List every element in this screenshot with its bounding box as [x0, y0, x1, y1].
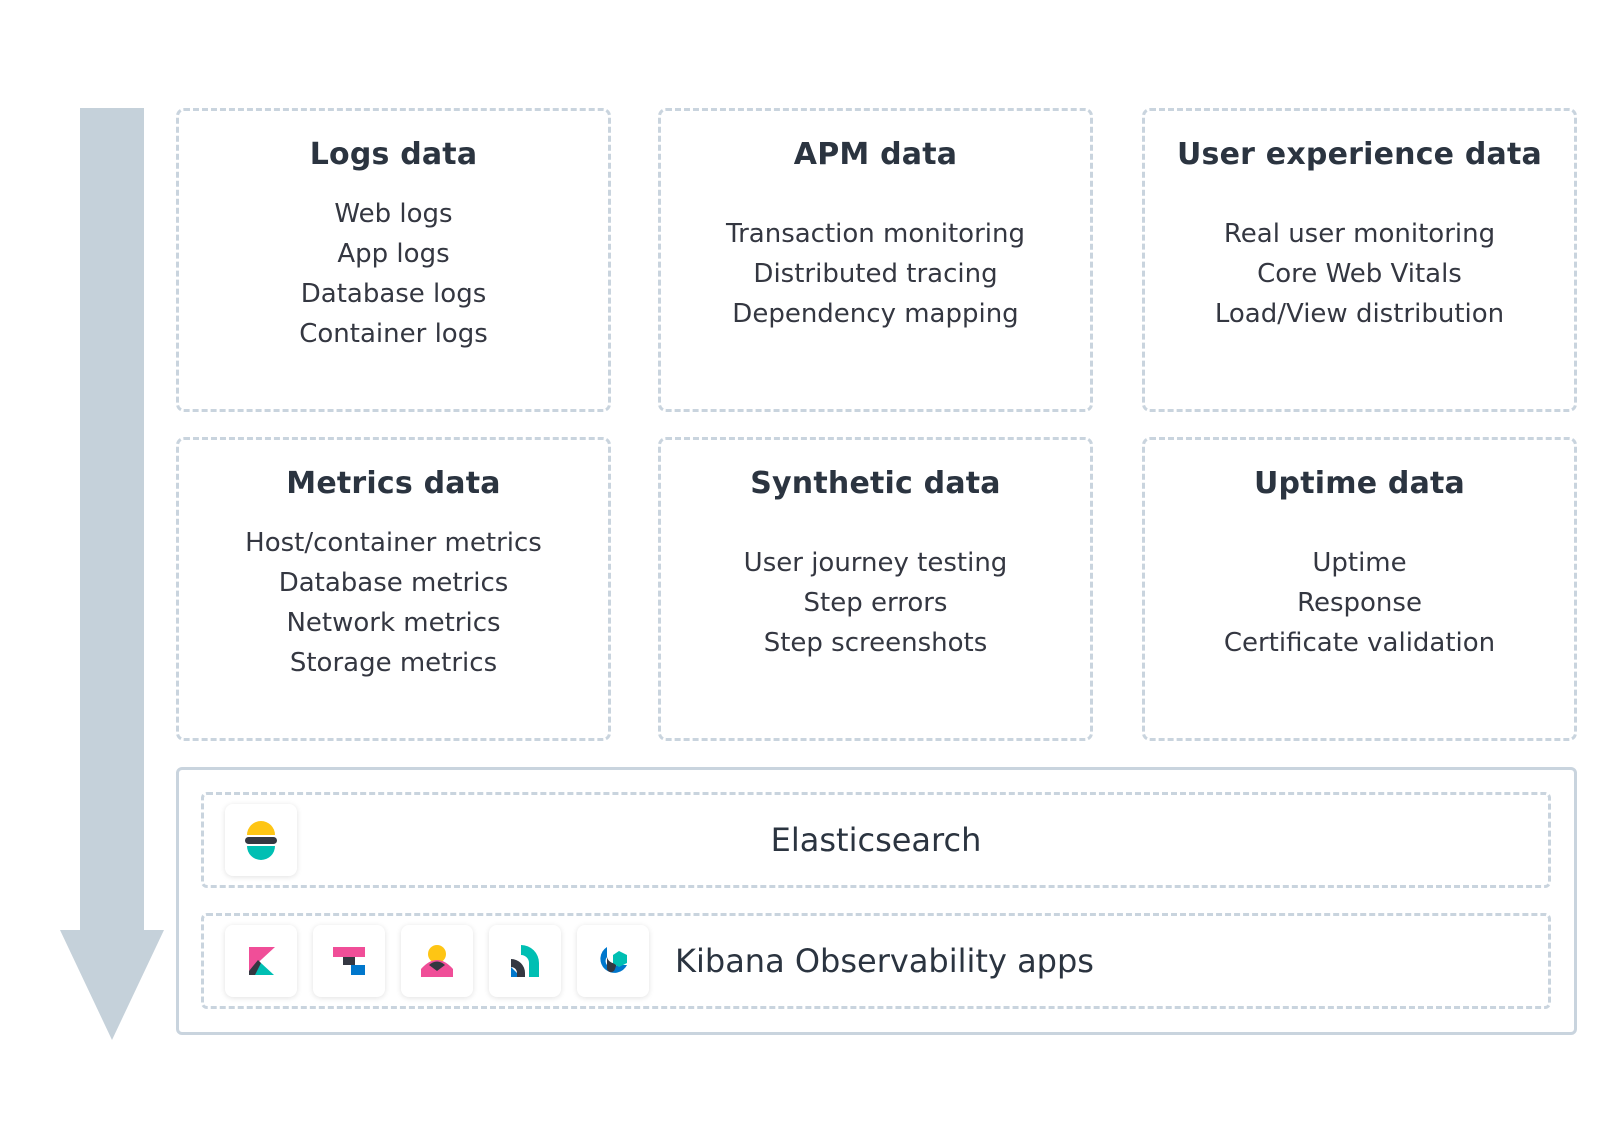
box-title: APM data — [793, 137, 958, 172]
list-item: Load/View distribution — [1214, 299, 1505, 329]
list-item: Network metrics — [286, 608, 501, 638]
list-item: App logs — [337, 239, 450, 269]
list-item: Step screenshots — [763, 628, 988, 658]
box-title: User experience data — [1177, 137, 1542, 172]
user-experience-data-box: User experience data Real user monitorin… — [1142, 108, 1577, 412]
metrics-data-box: Metrics data Host/container metrics Data… — [176, 437, 611, 741]
kibana-logo-icon — [249, 947, 275, 975]
list-item: Database logs — [300, 279, 487, 309]
elasticsearch-label: Elasticsearch — [770, 821, 982, 859]
apm-logo-icon — [511, 945, 539, 977]
uptime-logo-tile — [401, 925, 473, 997]
list-item: Real user monitoring — [1223, 219, 1496, 249]
logs-data-box: Logs data Web logs App logs Database log… — [176, 108, 611, 412]
uptime-data-box: Uptime data Uptime Response Certificate … — [1142, 437, 1577, 741]
metrics-logo-icon — [600, 947, 627, 973]
apm-logo-tile — [489, 925, 561, 997]
list-item: Web logs — [334, 199, 453, 229]
observability-logo-icon — [333, 947, 365, 975]
synthetic-data-box: Synthetic data User journey testing Step… — [658, 437, 1093, 741]
list-item: Certificate validation — [1223, 628, 1496, 658]
kibana-logo-tile — [225, 925, 297, 997]
list-item: Host/container metrics — [245, 528, 542, 558]
kibana-observability-layer: Kibana Observability apps — [201, 913, 1551, 1009]
box-title: Metrics data — [286, 466, 501, 501]
kibana-observability-label: Kibana Observability apps — [675, 942, 1094, 980]
box-item-list: Uptime Response Certificate validation — [1145, 543, 1574, 663]
data-flow-arrow-icon — [60, 108, 164, 1040]
list-item: Core Web Vitals — [1257, 259, 1462, 289]
apm-data-box: APM data Transaction monitoring Distribu… — [658, 108, 1093, 412]
list-item: Distributed tracing — [753, 259, 998, 289]
list-item: Step errors — [803, 588, 948, 618]
box-item-list: Real user monitoring Core Web Vitals Loa… — [1145, 214, 1574, 334]
list-item: Database metrics — [278, 568, 509, 598]
list-item: Dependency mapping — [732, 299, 1019, 329]
elasticsearch-logo-icon — [245, 821, 277, 860]
list-item: Container logs — [299, 319, 488, 349]
box-item-list: Transaction monitoring Distributed traci… — [661, 214, 1090, 334]
list-item: Uptime — [1312, 548, 1407, 578]
observability-logo-tile — [313, 925, 385, 997]
list-item: Storage metrics — [289, 648, 498, 678]
uptime-logo-icon — [421, 945, 453, 977]
box-item-list: Host/container metrics Database metrics … — [179, 523, 608, 683]
list-item: Response — [1297, 588, 1422, 618]
box-title: Uptime data — [1253, 466, 1465, 501]
list-item: User journey testing — [743, 548, 1008, 578]
elastic-platform-container: Elasticsearch — [176, 767, 1577, 1035]
list-item: Transaction monitoring — [726, 219, 1025, 249]
box-item-list: User journey testing Step errors Step sc… — [661, 543, 1090, 663]
box-item-list: Web logs App logs Database logs Containe… — [179, 194, 608, 354]
metrics-logo-tile — [577, 925, 649, 997]
elasticsearch-layer: Elasticsearch — [201, 792, 1551, 888]
elasticsearch-logo-tile — [225, 804, 297, 876]
box-title: Synthetic data — [750, 466, 1001, 501]
box-title: Logs data — [309, 137, 478, 172]
